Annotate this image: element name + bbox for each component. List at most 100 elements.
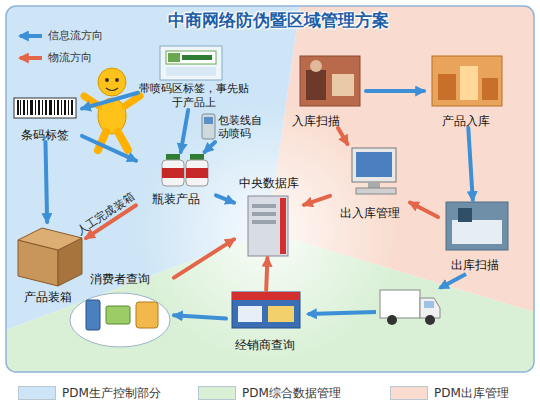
computer-node: 出入库管理 [330,144,410,220]
legend-text: PDM出库管理 [434,385,509,402]
image-node: 入库扫描 [266,54,366,128]
warehouse-photo-part [438,74,456,100]
query-devices-part [86,300,100,330]
bottles-image-part [162,160,184,186]
node-caption: 包装线自动喷码 [218,114,262,140]
flow-arrow [410,203,438,217]
image-node: 带喷码区标签，事先贴于产品上 [138,44,250,110]
bottles-image-part [186,160,208,186]
label-image-part [160,46,222,80]
query-devices-part [136,302,158,328]
background-regions-part [6,6,534,372]
barcode-image-part [54,100,55,115]
node-caption: 入库扫描 [266,114,366,128]
barcode-image-part [14,98,76,118]
bottles-image [162,154,208,186]
barcode-image-part [45,100,47,115]
label-image-part [182,55,212,60]
flow-arrow [174,239,234,277]
frame-border [6,6,534,372]
legend-swatch [390,386,428,400]
dealer-photo-part [232,292,300,328]
dealer-photo-part [238,306,262,322]
node-caption: 条码标签 [8,128,82,142]
barcode-image [14,98,76,118]
query-devices-part [106,306,130,324]
background-regions-part [138,102,398,362]
dealer-photo-part [232,292,300,300]
carton-box-part [18,228,82,250]
delivery-truck-part [387,315,397,325]
node-caption: 中央数据库 [234,176,304,190]
legend-arrow-sample [20,56,42,60]
server-tower-part [248,196,288,256]
legend-arrow-sample [20,34,42,38]
image-node: 消费者查询 [66,272,174,352]
dealer-photo [232,292,300,328]
warehouse-scan-photo-part [332,74,354,96]
node-caption: 经销商查询 [226,338,304,352]
flow-arrow [304,196,330,205]
warehouse-photo-part [432,56,502,106]
legend-text: 信息流方向 [48,28,103,43]
flow-arrow [82,136,136,161]
coding-device-icon-part [204,117,213,124]
flow-arrow [82,93,138,109]
barcode-image-part [30,100,33,115]
server-tower-part [252,220,276,224]
barcode-image-part [61,100,62,115]
warehouse-photo-part [460,66,478,100]
node-caption: 产品入库 [424,114,508,128]
warehouse-photo [432,56,502,106]
legend-swatch [198,386,236,400]
node-caption: 产品装箱 [10,290,86,304]
image-node: 瓶装产品 [136,152,216,206]
computer-terminal-part [356,152,392,177]
query-devices-part [70,293,170,347]
flow-arrow [174,315,226,318]
warehouse-photo-part [482,78,498,100]
barcode-image-part [42,100,43,115]
server-tower-part [252,204,276,208]
truck-flow-arrow [440,274,466,288]
server-tower [248,196,288,256]
computer-terminal-part [356,188,396,194]
carton-box [18,228,82,286]
image-node: 产品入库 [424,54,508,128]
node-caption: 消费者查询 [66,272,174,286]
flow-arrow [205,142,216,152]
bottles-image-part [186,168,208,178]
person-figure-part [118,132,128,150]
node-caption: 出库扫描 [438,258,512,272]
delivery-truck [380,290,440,325]
person-figure-part [106,88,118,91]
flow-arrow [181,110,188,152]
image-node: 出库扫描 [438,200,512,272]
delivery-truck-part [380,290,420,318]
barcode-image-part [64,100,66,115]
barcode-image-part [17,100,19,115]
computer-terminal-part [368,182,380,188]
barcode-image-part [20,100,21,115]
dealer-photo-part [268,306,294,322]
flow-arrow [266,258,267,290]
database-node: 中央数据库 [234,176,304,258]
label-image-part [168,53,180,62]
warehouse-scan-photo-part [310,60,322,72]
flow-arrow [216,195,234,202]
outbound-scan-photo [446,202,508,250]
barcode-image-part [71,100,73,115]
warehouse-scan-photo-part [306,70,326,100]
legend-text: 物流方向 [48,50,92,65]
label-image-part [166,51,216,64]
barcode-image-part [49,100,52,115]
barcode-image-part [57,100,59,115]
node-caption: 带喷码区标签，事先贴于产品上 [138,82,250,110]
computer-terminal-part [352,148,396,182]
server-tower-part [252,212,276,216]
flow-arrow [338,128,347,144]
image-node: 产品装箱 [10,222,86,304]
flow-arrow [45,142,47,222]
legend-text: PDM综合数据管理 [242,385,341,402]
